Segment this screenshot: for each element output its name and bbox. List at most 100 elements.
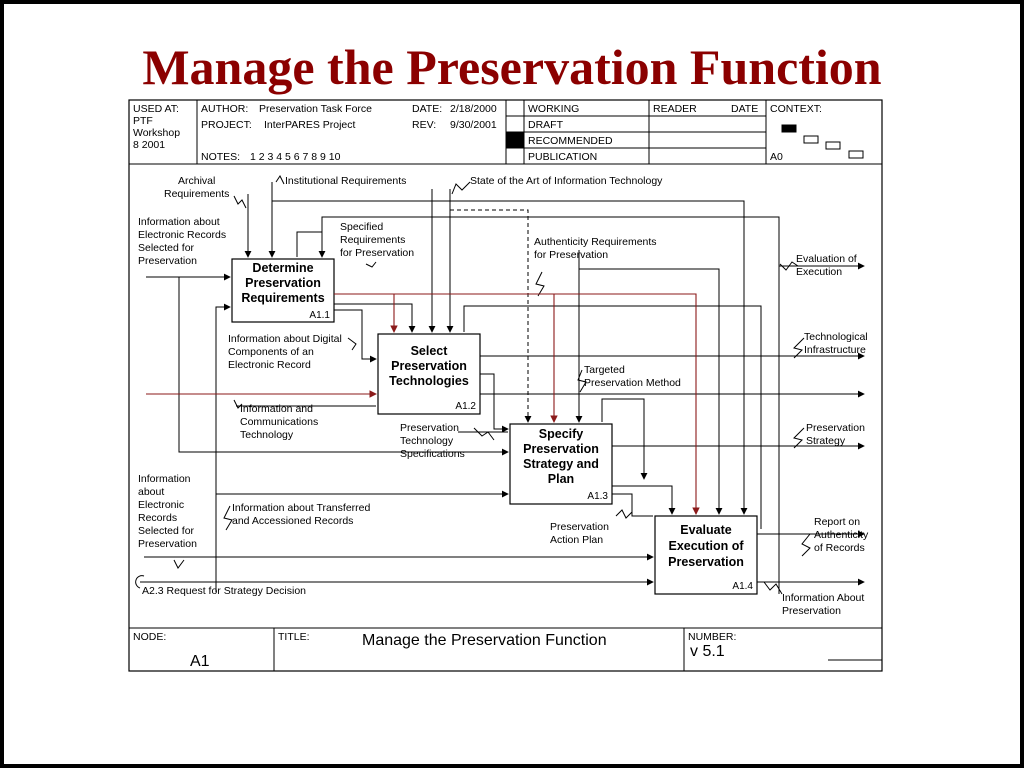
author-value: Preservation Task Force bbox=[259, 103, 372, 115]
squiggle-specified bbox=[365, 261, 377, 268]
used-at-line-2: Workshop bbox=[133, 127, 180, 139]
box-a1-3-line-1: Specify bbox=[539, 427, 584, 441]
squiggle-transferred bbox=[223, 505, 233, 531]
arrow-feedback-input bbox=[215, 303, 231, 592]
label-specified-2: Requirements bbox=[340, 234, 405, 246]
squiggle-targeted bbox=[577, 369, 587, 393]
red-arrow-lines bbox=[146, 293, 700, 515]
box-a1-3-line-2: Preservation bbox=[523, 442, 599, 456]
label-transferred-2: and Accessioned Records bbox=[232, 515, 353, 527]
arrow-evaluation-a11 bbox=[321, 216, 780, 594]
notes-label: NOTES: bbox=[201, 151, 240, 163]
date-label: DATE: bbox=[412, 103, 442, 115]
box-a1-4-line-3: Preservation bbox=[668, 555, 744, 569]
arrow-authenticity-a14 bbox=[579, 268, 723, 515]
box-a1-4-id: A1.4 bbox=[732, 581, 753, 592]
used-at-label: USED AT: bbox=[133, 103, 179, 115]
box-a1-4-line-2: Execution of bbox=[668, 539, 744, 553]
arrow-a13-controls bbox=[601, 398, 648, 480]
node-value: A1 bbox=[190, 653, 210, 670]
squiggle-request bbox=[135, 575, 145, 589]
red-arrow-a11-to-a12 bbox=[334, 293, 398, 333]
arrow-a12-to-a13 bbox=[480, 373, 509, 433]
status-publication: PUBLICATION bbox=[528, 151, 597, 163]
status-draft: DRAFT bbox=[528, 119, 564, 131]
box-a1-2-line-2: Preservation bbox=[391, 359, 467, 373]
squiggle-evaluation bbox=[779, 261, 799, 271]
arrow-input-branch bbox=[178, 277, 509, 456]
arrow-state-of-art-dashed bbox=[450, 209, 532, 423]
label-transferred-1: Information about Transferred bbox=[232, 502, 370, 514]
squiggle-specs bbox=[473, 427, 495, 441]
arrow-a11-to-a12-c1 bbox=[334, 303, 416, 333]
label-info-pres-2: Preservation bbox=[782, 605, 841, 617]
label-evaluation-2: Execution bbox=[796, 266, 842, 278]
box-a1-4-line-1: Evaluate bbox=[680, 523, 731, 537]
number-value: v 5.1 bbox=[690, 643, 725, 660]
box-a1-1-line-3: Requirements bbox=[241, 291, 324, 305]
label-digital-2: Components of an bbox=[228, 346, 314, 358]
arrow-action-plan bbox=[612, 493, 653, 517]
squiggle-institutional bbox=[275, 175, 285, 185]
label-pres-strategy-1: Preservation bbox=[806, 422, 865, 434]
number-label: NUMBER: bbox=[688, 631, 736, 643]
squiggle-digital bbox=[347, 337, 357, 351]
squiggle-authenticity bbox=[535, 271, 545, 297]
box-a1-2: Select Preservation Technologies A1.2 bbox=[377, 333, 481, 415]
box-a1-1: Determine Preservation Requirements A1.1 bbox=[231, 258, 335, 323]
label-authenticity-1: Authenticity Requirements bbox=[534, 236, 657, 248]
squiggle-strategy bbox=[793, 427, 805, 449]
squiggle-input-bottom bbox=[173, 559, 185, 569]
date-value: 2/18/2000 bbox=[450, 103, 497, 115]
box-a1-2-line-1: Select bbox=[411, 344, 449, 358]
slide-title: Manage the Preservation Function bbox=[142, 39, 882, 95]
diagram-title: Manage the Preservation Function bbox=[362, 632, 607, 649]
box-a1-3-line-3: Strategy and bbox=[523, 457, 599, 471]
box-a1-3-line-4: Plan bbox=[548, 472, 574, 486]
box-a1-3-id: A1.3 bbox=[587, 491, 608, 502]
label-ict-1: Information and bbox=[240, 403, 313, 415]
arrow-lines bbox=[135, 175, 865, 595]
idef0-diagram: USED AT: PTF Workshop 8 2001 AUTHOR: Pre… bbox=[128, 99, 883, 672]
arrow-feedback-a11 bbox=[296, 231, 326, 258]
author-label: AUTHOR: bbox=[201, 103, 248, 115]
header-block bbox=[129, 100, 882, 165]
label-specified-1: Specified bbox=[340, 221, 383, 233]
box-a1-2-line-3: Technologies bbox=[389, 374, 469, 388]
label-targeted-2: Preservation Method bbox=[584, 377, 681, 389]
diagram-labels: Archival Requirements Institutional Requ… bbox=[138, 175, 869, 617]
used-at-line-3: 8 2001 bbox=[133, 139, 165, 151]
label-info-selected-bottom-1: Information bbox=[138, 473, 191, 485]
label-ict-3: Technology bbox=[240, 429, 294, 441]
label-info-selected-bottom-4: Records bbox=[138, 512, 177, 524]
label-institutional: Institutional Requirements bbox=[285, 175, 406, 187]
title-label: TITLE: bbox=[278, 631, 310, 643]
arrow-institutional-branch bbox=[272, 200, 748, 515]
rev-value: 9/30/2001 bbox=[450, 119, 497, 131]
squiggle-tech-infra bbox=[793, 337, 805, 359]
reader-date-label: DATE bbox=[731, 103, 758, 115]
label-info-selected-bottom-6: Preservation bbox=[138, 538, 197, 550]
project-label: PROJECT: bbox=[201, 119, 252, 131]
label-evaluation-1: Evaluation of bbox=[796, 253, 857, 265]
label-targeted-1: Targeted bbox=[584, 364, 625, 376]
label-specs-3: Specifications bbox=[400, 448, 465, 460]
label-archival-2: Requirements bbox=[164, 188, 229, 200]
label-report-1: Report on bbox=[814, 516, 860, 528]
project-value: InterPARES Project bbox=[264, 119, 356, 131]
arrow-a12-control-feedback bbox=[463, 305, 762, 529]
footer-block bbox=[129, 627, 882, 671]
used-at-line-1: PTF bbox=[133, 115, 153, 127]
box-a1-2-id: A1.2 bbox=[455, 401, 476, 412]
box-a1-1-line-2: Preservation bbox=[245, 276, 321, 290]
box-a1-4: Evaluate Execution of Preservation A1.4 bbox=[654, 515, 758, 595]
label-info-selected-top-3: Selected for bbox=[138, 242, 195, 254]
node-label: NODE: bbox=[133, 631, 166, 643]
squiggle-action-plan bbox=[615, 509, 633, 519]
label-info-selected-bottom-3: Electronic bbox=[138, 499, 184, 511]
label-info-selected-bottom-2: about bbox=[138, 486, 164, 498]
label-report-3: of Records bbox=[814, 542, 865, 554]
status-recommended: RECOMMENDED bbox=[528, 135, 613, 147]
arrow-digital-components bbox=[334, 309, 377, 363]
label-digital-3: Electronic Record bbox=[228, 359, 311, 371]
